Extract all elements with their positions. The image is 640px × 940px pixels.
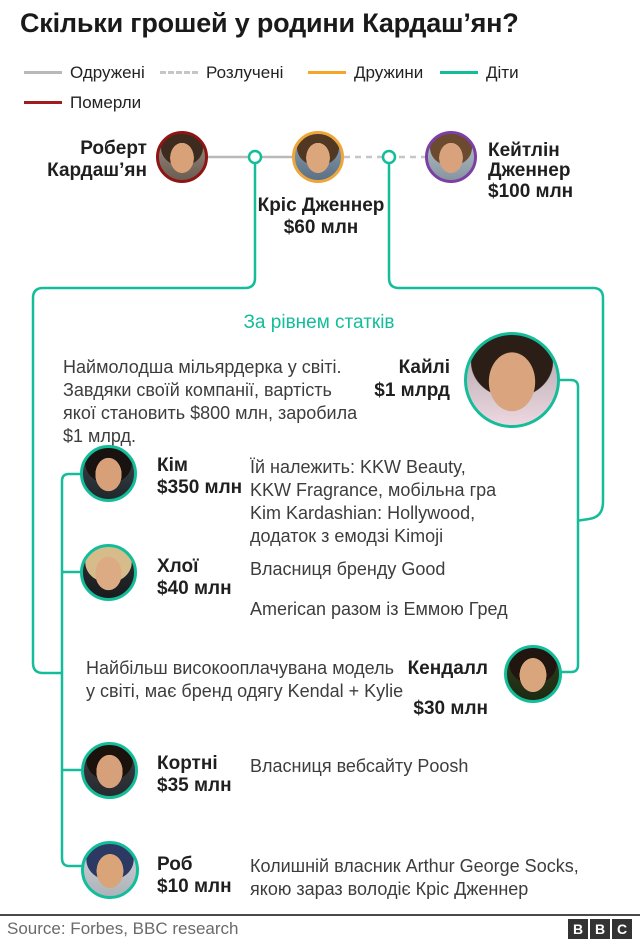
bbc-logo: B B C bbox=[568, 919, 632, 939]
khloe-description-line1: Власниця бренду Good bbox=[250, 559, 446, 579]
kourtney-description: Власниця вебсайту Poosh bbox=[250, 756, 469, 776]
legend-divorced-label: Розлучені bbox=[206, 63, 284, 82]
rob-description: Колишній власник Arthur George Socks, як… bbox=[250, 856, 579, 899]
legend-married-label: Одружені bbox=[70, 63, 145, 82]
legend-married-line bbox=[24, 71, 62, 74]
kim-description: Їй належить: KKW Beauty, KKW Fragrance, … bbox=[250, 457, 497, 546]
kris-photo bbox=[292, 131, 344, 183]
footer-divider bbox=[0, 914, 640, 916]
legend-wives-label: Дружини bbox=[354, 63, 424, 82]
caitlyn-name: Кейтлін Дженнер bbox=[488, 140, 571, 181]
legend-children-label: Діти bbox=[486, 63, 519, 82]
children-bracket-left bbox=[31, 163, 257, 675]
kylie-description: Наймолодша мільярдерка у світі. Завдяки … bbox=[63, 357, 358, 446]
bbc-logo-block-2: B bbox=[590, 919, 610, 939]
khloe-description-line2: American разом із Еммою Гред bbox=[250, 599, 508, 619]
kendall-name: Кендалл bbox=[407, 658, 488, 679]
kris-worth: $60 млн bbox=[283, 217, 359, 238]
caitlyn-worth: $100 млн bbox=[488, 181, 574, 202]
kendall-worth: $30 млн bbox=[413, 698, 488, 719]
legend-children-line bbox=[440, 71, 478, 74]
kourtney-photo bbox=[81, 742, 138, 799]
source-credit: Source: Forbes, BBC research bbox=[7, 919, 239, 938]
legend-divorced-line bbox=[160, 71, 198, 74]
legend-wives-line bbox=[308, 71, 346, 74]
page-title: Скільки грошей у родини Кардаш’ян? bbox=[20, 8, 519, 38]
rob-name-worth: Роб $10 млн bbox=[157, 854, 232, 897]
khloe-name-worth: Хлої $40 млн bbox=[157, 556, 232, 599]
bbc-logo-block-3: C bbox=[612, 919, 632, 939]
robert-photo bbox=[156, 131, 208, 183]
kim-photo bbox=[80, 445, 137, 502]
kendall-description: Найбільш високооплачувана модель у світі… bbox=[86, 658, 404, 701]
kourtney-name-worth: Кортні $35 млн bbox=[157, 753, 232, 796]
kylie-photo bbox=[464, 332, 560, 428]
kris-name: Кріс Дженнер bbox=[257, 195, 385, 216]
bbc-logo-block-1: B bbox=[568, 919, 588, 939]
legend-died-label: Померли bbox=[70, 93, 142, 112]
rob-photo bbox=[81, 841, 139, 899]
section-label: За рівнем статків bbox=[243, 312, 395, 333]
robert-name: Роберт Кардаш’ян bbox=[47, 138, 147, 181]
kylie-kendall-connector bbox=[559, 378, 580, 674]
kendall-photo bbox=[504, 645, 562, 703]
kim-name-worth: Кім $350 млн bbox=[157, 455, 243, 498]
union-node-robert-kris bbox=[247, 149, 263, 165]
children-bracket-right bbox=[387, 163, 605, 522]
caitlyn-photo bbox=[425, 131, 477, 183]
legend-died-line bbox=[24, 101, 62, 104]
khloe-photo bbox=[80, 544, 137, 601]
children-rail-inner-left bbox=[60, 472, 82, 868]
kylie-name-worth: Кайлі $1 млрд bbox=[374, 357, 450, 401]
union-node-kris-caitlyn bbox=[381, 149, 397, 165]
